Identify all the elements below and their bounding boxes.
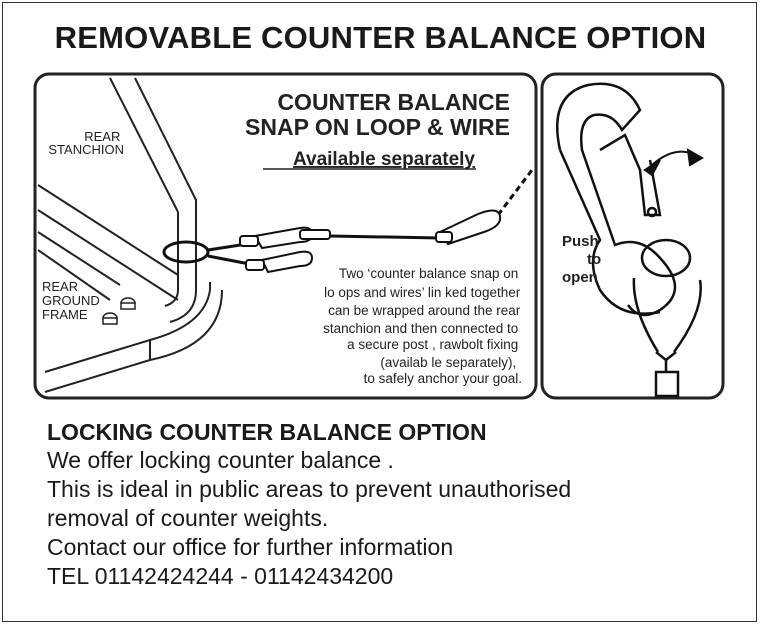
locking-line-3: removal of counter weights. bbox=[47, 505, 329, 531]
bolt-icons bbox=[102, 297, 136, 325]
right-panel-frame bbox=[540, 72, 725, 400]
description-line-7: to safely anchor your goal. bbox=[364, 371, 522, 386]
locking-heading: LOCKING COUNTER BALANCE OPTION bbox=[47, 419, 487, 445]
rear-stanchion-line1: REAR bbox=[84, 129, 120, 144]
goal-frame-illustration bbox=[37, 77, 223, 393]
push-label: Push bbox=[562, 233, 599, 250]
description-line-6: (availab le separately), bbox=[380, 355, 516, 370]
rear-ground-line1: REAR bbox=[42, 279, 78, 294]
locking-line-1: We offer locking counter balance . bbox=[47, 447, 394, 473]
snap-hook-icons bbox=[239, 209, 502, 274]
available-separately-label: Available separately bbox=[293, 149, 475, 170]
description-line-3: can be wrapped around the rear bbox=[328, 303, 521, 318]
open-label: open bbox=[562, 269, 598, 286]
description-line-5: a secure post , rawbolt fixing bbox=[347, 337, 518, 352]
diagram-heading-line2: SNAP ON LOOP & WIRE bbox=[245, 114, 510, 140]
locking-line-2: This is ideal in public areas to prevent… bbox=[47, 476, 572, 502]
rear-ground-line2: GROUND bbox=[42, 293, 100, 308]
push-to-open-label: Push to open bbox=[562, 233, 605, 286]
phone-numbers: TEL 01142424244 - 01142434200 bbox=[47, 563, 394, 589]
page-title: REMOVABLE COUNTER BALANCE OPTION bbox=[54, 20, 707, 55]
diagram-heading-line1: COUNTER BALANCE bbox=[277, 89, 510, 115]
locking-option-section: LOCKING COUNTER BALANCE OPTION We offer … bbox=[47, 418, 727, 591]
rear-ground-line3: FRAME bbox=[42, 307, 88, 322]
description-line-1: Two ‘counter balance snap on bbox=[339, 266, 518, 281]
locking-line-4: Contact our office for further informati… bbox=[47, 534, 454, 560]
snap-hook-closeup-icon bbox=[556, 82, 702, 398]
description-line-2: lo ops and wires’ lin ked together bbox=[324, 285, 521, 300]
rear-ground-frame-label: REAR GROUND FRAME bbox=[42, 279, 103, 322]
diagram-description: Two ‘counter balance snap on lo ops and … bbox=[323, 266, 524, 386]
left-panel-frame bbox=[33, 72, 538, 400]
to-label: to bbox=[587, 251, 601, 268]
rear-stanchion-label: REAR STANCHION bbox=[48, 129, 124, 157]
rear-stanchion-line2: STANCHION bbox=[48, 142, 124, 157]
swing-arrow-icon bbox=[643, 148, 704, 177]
description-line-4: stanchion and then connected to bbox=[323, 321, 518, 336]
